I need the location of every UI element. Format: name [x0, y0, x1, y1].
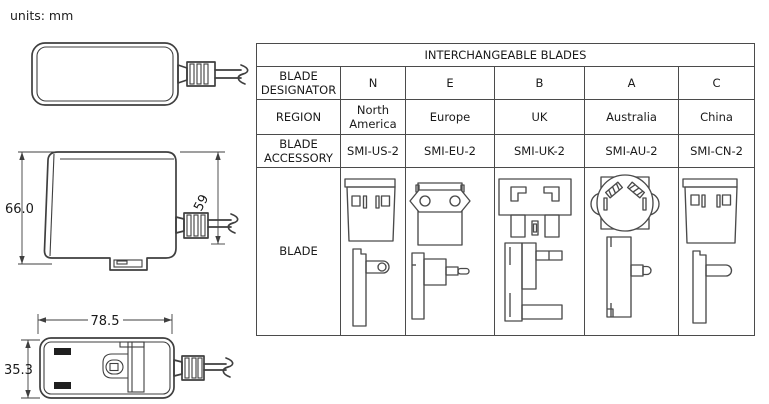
- row-header-blade: BLADE: [256, 167, 341, 336]
- us-blade-icon: [344, 177, 396, 327]
- designator-cell: N: [340, 66, 406, 100]
- uk-blade-icon: [498, 177, 572, 322]
- accessory-cell: SMI-UK-2: [494, 134, 585, 168]
- cable-break-symbol: [227, 213, 239, 234]
- blade-slot: [54, 348, 71, 355]
- region-cell: China: [678, 99, 755, 135]
- accessory-cell: SMI-EU-2: [405, 134, 495, 168]
- designator-cell: C: [678, 66, 755, 100]
- cable-break-symbol: [222, 357, 234, 378]
- designator-cell: A: [584, 66, 679, 100]
- cn-blade-icon: [682, 177, 738, 324]
- blade-slot: [54, 382, 71, 389]
- cable-break-symbol: [237, 64, 249, 85]
- table-title: INTERCHANGEABLE BLADES: [256, 43, 755, 67]
- row-header-region: REGION: [256, 99, 341, 135]
- adapter-side-view: 66.0 59: [4, 132, 247, 294]
- region-cell: UK: [494, 99, 585, 135]
- row-header-designator: BLADE DESIGNATOR: [256, 66, 341, 100]
- adapter-top-view: [30, 40, 252, 112]
- region-cell: Europe: [405, 99, 495, 135]
- row-header-accessory: BLADE ACCESSORY: [256, 134, 341, 168]
- dimension-label: 66.0: [5, 202, 34, 217]
- dimension-label: 35.3: [4, 363, 33, 378]
- units-label: units: mm: [10, 8, 74, 23]
- au-blade-icon: [590, 173, 660, 318]
- designator-cell: E: [405, 66, 495, 100]
- eu-blade-icon: [409, 181, 471, 320]
- adapter-bottom-view: 78.5 35.3: [4, 298, 252, 402]
- region-cell: North America: [340, 99, 406, 135]
- interchangeable-blades-table: INTERCHANGEABLE BLADES BLADE DESIGNATOR …: [256, 43, 755, 336]
- dimension-label: 59: [191, 192, 212, 214]
- region-cell: Australia: [584, 99, 679, 135]
- dimension-label: 78.5: [91, 314, 120, 329]
- accessory-cell: SMI-US-2: [340, 134, 406, 168]
- accessory-cell: SMI-AU-2: [584, 134, 679, 168]
- accessory-cell: SMI-CN-2: [678, 134, 755, 168]
- designator-cell: B: [494, 66, 585, 100]
